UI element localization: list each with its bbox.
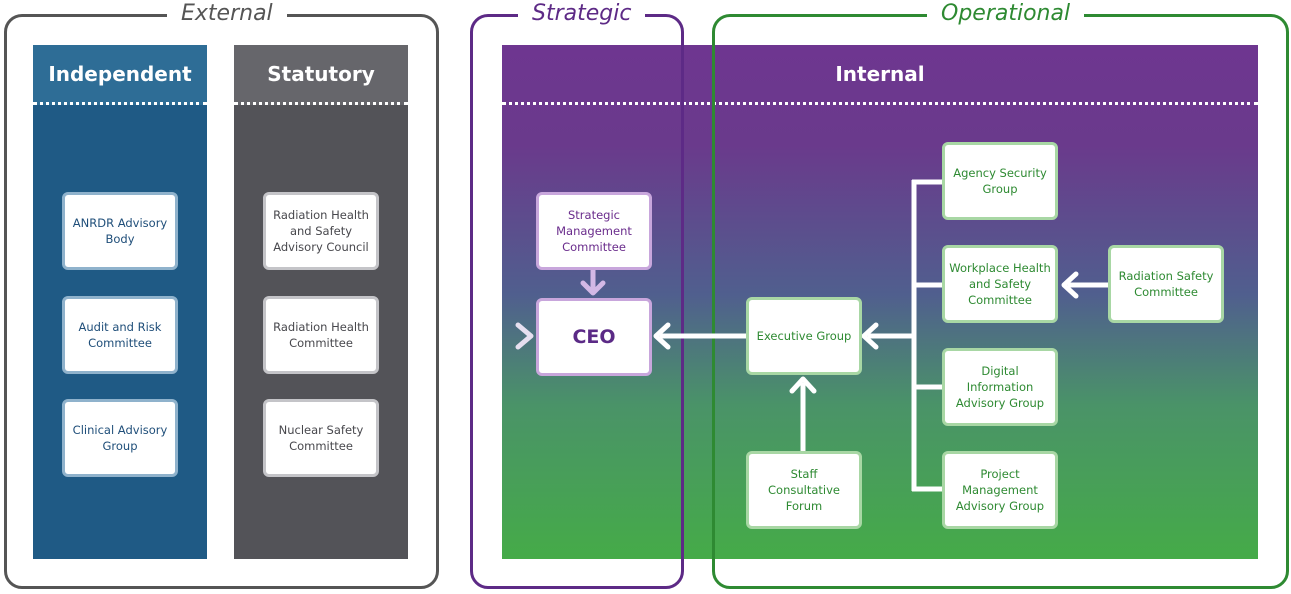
external-label: External [167,1,287,27]
anrdr-advisory-body-box: ANRDR Advisory Body [62,192,178,270]
statutory-title: Statutory [267,61,375,86]
radiation-safety-committee-box: Radiation Safety Committee [1108,245,1224,323]
whs-committee-box: Workplace Health and Safety Committee [942,245,1058,323]
arrow-up-icon [789,376,817,451]
agency-security-group-box: Agency Security Group [942,142,1058,220]
external-frame: External [4,1,439,589]
arrow-down-icon [580,270,606,296]
box-label: Strategic Management Committee [556,208,632,254]
rhs-advisory-council-box: Radiation Health and Safety Advisory Cou… [263,192,379,270]
operational-bracket [911,179,943,492]
box-label: CEO [572,326,616,348]
executive-group-box: Executive Group [746,297,862,375]
digital-information-advisory-group-box: Digital Information Advisory Group [942,348,1058,426]
arrow-left-icon [1061,271,1108,299]
nuclear-safety-committee-box: Nuclear Safety Committee [263,399,379,477]
strategic-label: Strategic [518,1,646,27]
box-label: Radiation Safety Committee [1118,269,1214,299]
box-label: Staff Consultative Forum [768,467,840,513]
box-label: Executive Group [756,329,852,343]
operational-label: Operational [927,1,1085,27]
arrow-left-icon [653,322,746,350]
operational-frame: Operational [712,1,1289,589]
arrow-right-icon [440,322,534,350]
clinical-advisory-group-box: Clinical Advisory Group [62,399,178,477]
box-label: Radiation Health Committee [273,320,369,350]
box-label: Digital Information Advisory Group [955,364,1045,410]
internal-header: Internal [502,45,1258,105]
internal-title: Internal [835,61,925,86]
box-label: Project Management Advisory Group [955,467,1045,513]
box-label: Nuclear Safety Committee [278,423,364,453]
radiation-health-committee-box: Radiation Health Committee [263,296,379,374]
audit-risk-committee-box: Audit and Risk Committee [62,296,178,374]
strategic-frame: Strategic [470,1,684,589]
box-label: Clinical Advisory Group [72,423,168,453]
box-label: ANRDR Advisory Body [72,216,168,246]
independent-title: Independent [48,61,192,86]
ceo-box: CEO [536,298,652,376]
strategic-management-committee-box: Strategic Management Committee [536,192,652,270]
box-label: Agency Security Group [953,166,1047,196]
box-label: Audit and Risk Committee [78,320,162,350]
statutory-header: Statutory [234,45,408,105]
independent-column: Independent [33,45,207,559]
project-management-advisory-group-box: Project Management Advisory Group [942,451,1058,529]
box-label: Radiation Health and Safety Advisory Cou… [273,208,369,254]
box-label: Workplace Health and Safety Committee [949,261,1051,307]
staff-consultative-forum-box: Staff Consultative Forum [746,451,862,529]
independent-header: Independent [33,45,207,105]
arrow-left-icon [861,322,914,350]
